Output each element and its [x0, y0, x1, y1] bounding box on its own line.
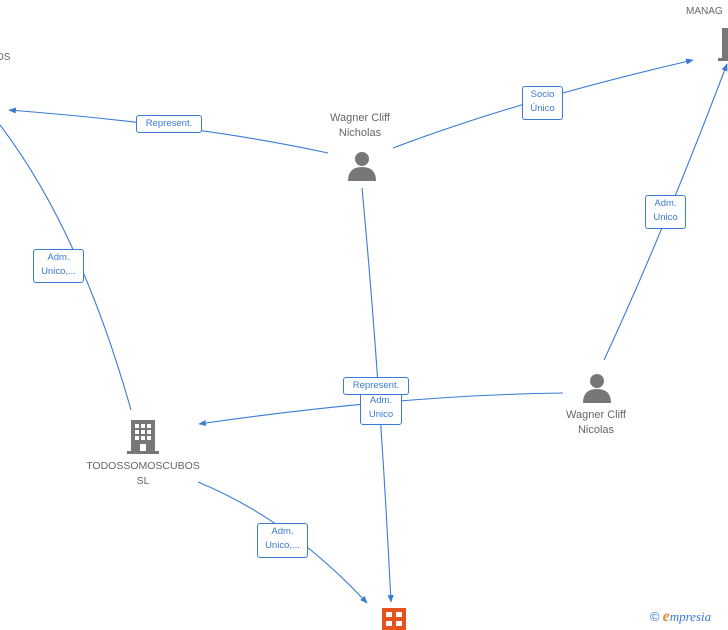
- edge-label-adm-unico-left[interactable]: Adm. Unico,...: [33, 249, 84, 283]
- company-main-name-line1: TODOSSOMOSCUBOS: [86, 460, 200, 472]
- edge-label-adm-left-line1: Adm.: [47, 252, 70, 263]
- company-left-label[interactable]: OS: [0, 52, 11, 63]
- brand-name: mpresia: [669, 609, 712, 624]
- empresia-logo[interactable]: ©empresia: [650, 608, 711, 626]
- person-right-name-line2: Nicolas: [577, 424, 615, 436]
- edge-label-adm-left-line2: Unico,...: [41, 266, 76, 277]
- edge-label-socio-unico[interactable]: Socio Único: [522, 86, 563, 120]
- company-main-name-line2: SL: [136, 475, 150, 487]
- edge-label-adm-center-line2: Unico: [368, 409, 394, 420]
- edge-label-socio-line1: Socio: [530, 89, 555, 100]
- edge-label-adm-center-line1: Adm.: [369, 395, 393, 406]
- edge-label-socio-line2: Único: [530, 103, 555, 114]
- edge-label-adm-unico-bottom[interactable]: Adm. Unico,...: [257, 523, 308, 558]
- person-top-name-line2: Nicholas: [338, 127, 382, 139]
- company-topright-label[interactable]: MANAG: [686, 6, 723, 17]
- edge-label-adm-bottom-line2: Unico,...: [265, 540, 300, 551]
- edge-label-represent-left[interactable]: Represent.: [136, 115, 202, 133]
- brand-initial: e: [662, 608, 670, 625]
- building-icon[interactable]: [382, 608, 408, 630]
- edge-label-adm-right-line1: Adm.: [654, 198, 677, 209]
- copyright-symbol: ©: [650, 609, 660, 624]
- person-right-name-line1: Wagner Cliff: [566, 409, 626, 421]
- edge-label-adm-bottom-line1: Adm.: [271, 526, 294, 537]
- person-icon[interactable]: [582, 372, 612, 404]
- person-icon[interactable]: [347, 150, 377, 182]
- edge-label-adm-unico-right[interactable]: Adm. Unico: [645, 195, 686, 229]
- edge-adm-unico-left: [0, 124, 132, 411]
- person-top-name-line1: Wagner Cliff: [330, 112, 390, 124]
- person-right-label[interactable]: Wagner Cliff Nicolas: [546, 408, 646, 438]
- person-top-label[interactable]: Wagner Cliff Nicholas: [310, 111, 410, 141]
- building-icon[interactable]: [127, 418, 159, 454]
- building-icon[interactable]: [718, 24, 728, 62]
- edge-label-adm-unico-center[interactable]: Adm. Unico: [360, 392, 402, 425]
- edge-label-adm-right-line2: Unico: [653, 212, 678, 223]
- edge-label-represent-center[interactable]: Represent.: [343, 377, 409, 395]
- company-main-label[interactable]: TODOSSOMOSCUBOS SL: [70, 459, 216, 489]
